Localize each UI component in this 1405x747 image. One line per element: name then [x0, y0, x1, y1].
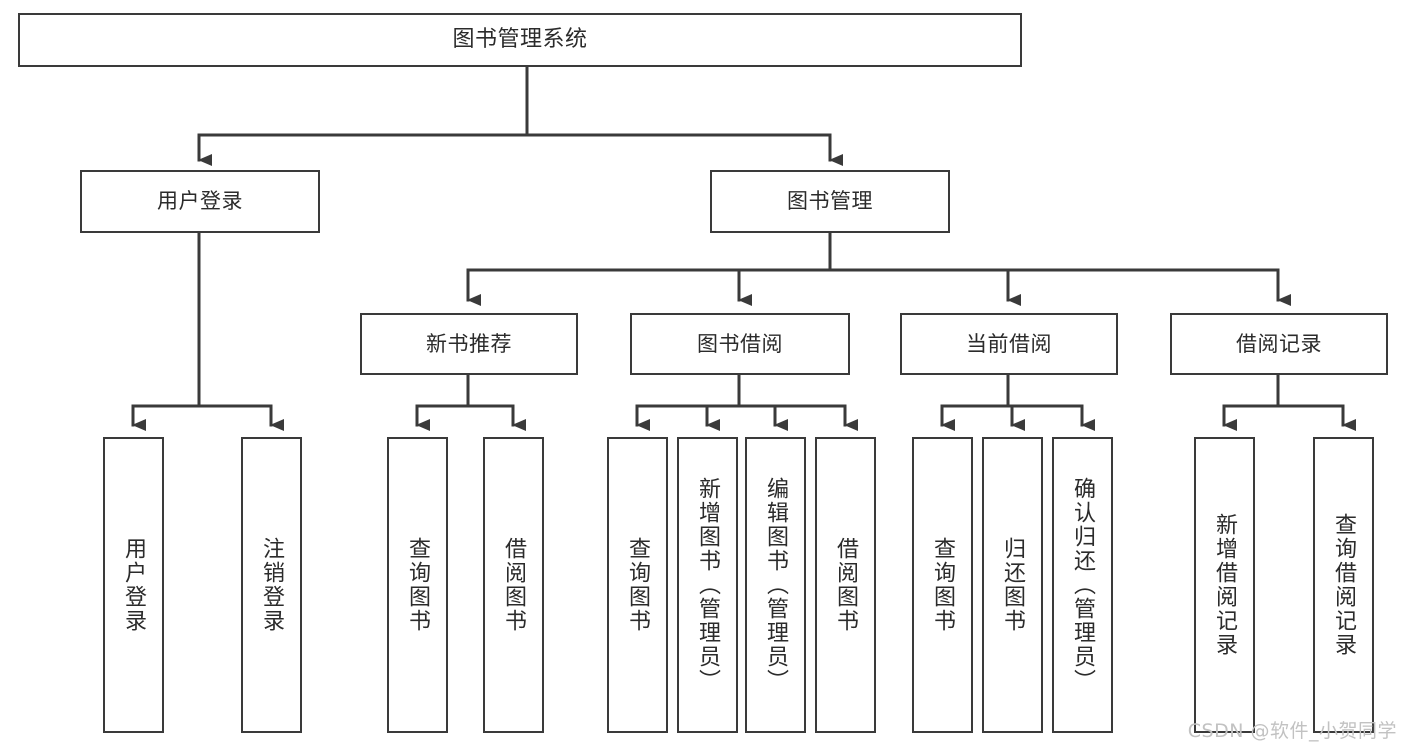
- node-leaf-query-record-label: 查询借阅记录: [1331, 513, 1357, 657]
- node-leaf-query-book-2[interactable]: 查询图书: [607, 437, 668, 733]
- node-root[interactable]: 图书管理系统: [18, 13, 1022, 67]
- node-leaf-add-record-label: 新增借阅记录: [1212, 513, 1238, 657]
- node-book-manage-label: 图书管理: [787, 189, 873, 214]
- node-book-borrow-label: 图书借阅: [697, 331, 783, 356]
- node-leaf-query-book-3[interactable]: 查询图书: [912, 437, 973, 733]
- node-leaf-add-record[interactable]: 新增借阅记录: [1194, 437, 1255, 733]
- node-leaf-user-login[interactable]: 用户登录: [103, 437, 164, 733]
- node-leaf-edit-book[interactable]: 编辑图书（管理员）: [745, 437, 806, 733]
- node-book-borrow[interactable]: 图书借阅: [630, 313, 850, 375]
- watermark-text: CSDN @软件_小贺同学: [1187, 720, 1397, 742]
- node-leaf-borrow-book-2[interactable]: 借阅图书: [815, 437, 876, 733]
- node-root-label: 图书管理系统: [452, 27, 588, 53]
- node-leaf-query-book-1-label: 查询图书: [405, 537, 431, 633]
- node-leaf-query-book-1[interactable]: 查询图书: [387, 437, 448, 733]
- node-current-borrow[interactable]: 当前借阅: [900, 313, 1118, 375]
- node-leaf-logout-login[interactable]: 注销登录: [241, 437, 302, 733]
- node-user-login[interactable]: 用户登录: [80, 170, 320, 233]
- node-leaf-return-book-label: 归还图书: [1000, 537, 1026, 633]
- node-leaf-user-login-label: 用户登录: [121, 537, 147, 633]
- node-new-book-recommend-label: 新书推荐: [426, 331, 512, 356]
- node-leaf-confirm-return-label: 确认归还（管理员）: [1070, 477, 1096, 693]
- node-leaf-add-book-label: 新增图书（管理员）: [695, 477, 721, 693]
- node-book-manage[interactable]: 图书管理: [710, 170, 950, 233]
- node-leaf-borrow-book-1[interactable]: 借阅图书: [483, 437, 544, 733]
- node-leaf-return-book[interactable]: 归还图书: [982, 437, 1043, 733]
- node-leaf-query-book-2-label: 查询图书: [625, 537, 651, 633]
- node-leaf-query-book-3-label: 查询图书: [930, 537, 956, 633]
- node-leaf-logout-login-label: 注销登录: [259, 537, 285, 633]
- node-leaf-borrow-book-2-label: 借阅图书: [833, 537, 859, 633]
- node-current-borrow-label: 当前借阅: [966, 331, 1052, 356]
- node-new-book-recommend[interactable]: 新书推荐: [360, 313, 578, 375]
- node-leaf-edit-book-label: 编辑图书（管理员）: [763, 477, 789, 693]
- node-user-login-label: 用户登录: [157, 189, 243, 214]
- node-leaf-borrow-book-1-label: 借阅图书: [501, 537, 527, 633]
- node-leaf-query-record[interactable]: 查询借阅记录: [1313, 437, 1374, 733]
- node-borrow-record[interactable]: 借阅记录: [1170, 313, 1388, 375]
- node-leaf-confirm-return[interactable]: 确认归还（管理员）: [1052, 437, 1113, 733]
- node-leaf-add-book[interactable]: 新增图书（管理员）: [677, 437, 738, 733]
- node-borrow-record-label: 借阅记录: [1236, 331, 1322, 356]
